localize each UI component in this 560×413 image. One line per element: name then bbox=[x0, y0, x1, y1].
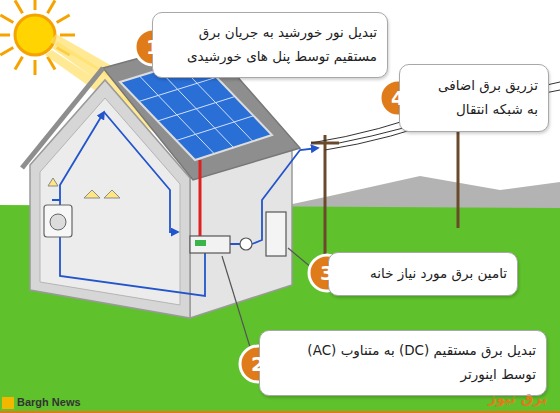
callout-number: 4 bbox=[380, 80, 416, 116]
sun bbox=[15, 15, 55, 55]
callout-number: 1 bbox=[135, 29, 171, 65]
inverter bbox=[190, 236, 230, 253]
watermark: Bargh News bbox=[17, 396, 81, 408]
leader-line bbox=[288, 248, 312, 268]
lamps bbox=[48, 178, 120, 198]
dc-wire bbox=[199, 160, 202, 236]
callout-box: تامین برق مورد نیاز خانه bbox=[328, 252, 518, 296]
callout-box: تبدیل نور خورشید به جریان برق مستقیم توس… bbox=[152, 12, 388, 78]
meter bbox=[240, 238, 252, 250]
footer-rule bbox=[0, 411, 560, 413]
distribution-panel bbox=[266, 212, 286, 256]
callout-box: تزریق برق اضافی به شبکه انتقال bbox=[399, 64, 549, 132]
callout-text: تامین برق مورد نیاز خانه bbox=[370, 262, 507, 286]
callout-text: تبدیل نور خورشید به جریان برق مستقیم توس… bbox=[183, 21, 377, 68]
callout-number: 2 bbox=[240, 346, 276, 382]
roof-edge bbox=[22, 68, 103, 168]
watermark: برق نیوز bbox=[488, 390, 547, 406]
callout-text: تبدیل برق مستقیم (DC) به متناوب (AC) توس… bbox=[290, 339, 536, 386]
leader-line bbox=[222, 256, 250, 347]
washing-machine-door bbox=[50, 214, 66, 230]
washing-machine bbox=[44, 205, 72, 237]
inverter-display bbox=[195, 240, 206, 246]
callout-number: 3 bbox=[309, 255, 345, 291]
callout-box: تبدیل برق مستقیم (DC) به متناوب (AC) توس… bbox=[259, 330, 547, 396]
house-wire bbox=[104, 112, 178, 232]
house-wire bbox=[60, 112, 205, 296]
callout-text: تزریق برق اضافی به شبکه انتقال bbox=[424, 74, 538, 121]
logo-mark bbox=[2, 397, 14, 409]
